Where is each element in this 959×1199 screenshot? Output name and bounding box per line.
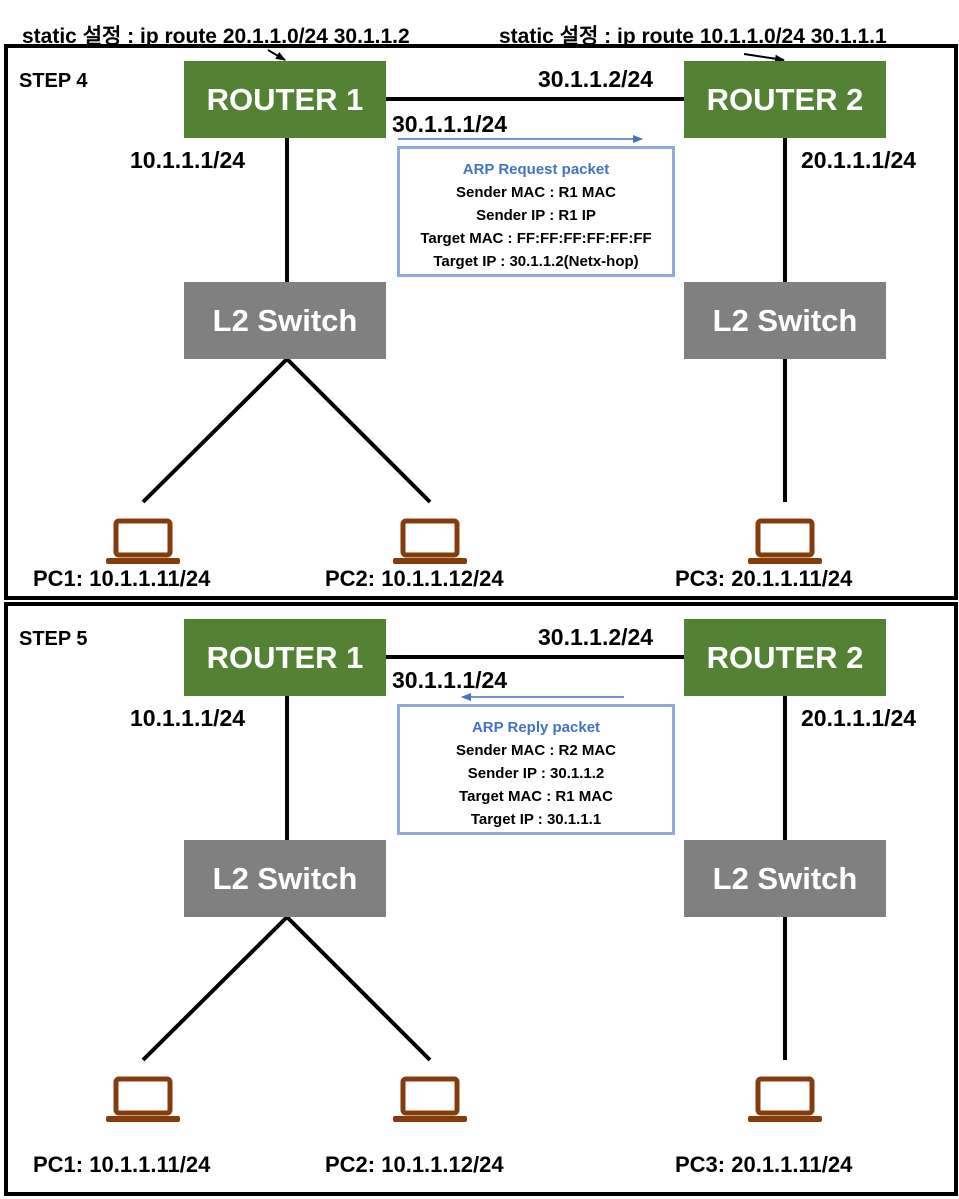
step4-pc1-laptop-icon	[106, 518, 180, 564]
header-right-pointer-arrow	[743, 53, 785, 63]
step4-packet-target-ip: Target IP : 30.1.1.2(Netx-hop)	[433, 253, 639, 270]
step5-pc2-label: PC2: 10.1.1.12/24	[325, 1152, 504, 1177]
step4-switch-pc2-link	[285, 357, 432, 504]
step4-label: STEP 4	[19, 70, 88, 92]
step5-packet-sender-ip: Sender IP : 30.1.1.2	[467, 765, 605, 782]
step4-packet-title: ARP Request packet	[462, 161, 610, 178]
step5-router1: ROUTER 1	[184, 619, 386, 696]
step5-arp-packet-box: ARP Reply packet Sender MAC : R2 MAC Sen…	[397, 704, 675, 835]
step5-l2-switch-left: L2 Switch	[184, 840, 386, 917]
step5-pc2-laptop-icon	[393, 1076, 467, 1122]
step5-l2-switch-right: L2 Switch	[684, 840, 886, 917]
step5-switch-pc2-link	[285, 915, 432, 1062]
step5-router2: ROUTER 2	[684, 619, 886, 696]
step5-r2-wan-ip: 30.1.1.2/24	[538, 624, 654, 650]
step4-r1-lan-ip: 10.1.1.1/24	[130, 147, 246, 173]
step5-pc3-label: PC3: 20.1.1.11/24	[675, 1152, 853, 1177]
step5-pc1-laptop-icon	[106, 1076, 180, 1122]
step4-r1-wan-ip: 30.1.1.1/24	[392, 111, 508, 137]
step4-pc1-label: PC1: 10.1.1.11/24	[33, 566, 211, 591]
step5-packet-target-ip: Target IP : 30.1.1.1	[470, 811, 602, 828]
step5-r1-lan-ip: 10.1.1.1/24	[130, 705, 246, 731]
step4-pc2-label: PC2: 10.1.1.12/24	[325, 566, 504, 591]
static-route-command-right: static 설정 : ip route 10.1.1.0/24 30.1.1.…	[499, 25, 887, 48]
step4-packet-target-mac: Target MAC : FF:FF:FF:FF:FF:FF	[420, 230, 652, 247]
step5-switch-pc1-link	[141, 915, 289, 1062]
step4-packet-sender-mac: Sender MAC : R1 MAC	[455, 184, 616, 201]
step5-pc1-label: PC1: 10.1.1.11/24	[33, 1152, 211, 1177]
step4-r2-wan-ip: 30.1.1.2/24	[538, 66, 654, 92]
step4-r2-lan-ip: 20.1.1.1/24	[801, 147, 917, 173]
step4-pc3-laptop-icon	[748, 518, 822, 564]
static-route-command-left: static 설정 : ip route 20.1.1.0/24 30.1.1.…	[22, 25, 410, 48]
step4-pc3-label: PC3: 20.1.1.11/24	[675, 566, 853, 591]
step4-l2-switch-right: L2 Switch	[684, 282, 886, 359]
step4-packet-sender-ip: Sender IP : R1 IP	[476, 207, 596, 224]
step4-arp-packet-box: ARP Request packet Sender MAC : R1 MAC S…	[397, 146, 675, 277]
step4-router2: ROUTER 2	[684, 61, 886, 138]
step5-packet-sender-mac: Sender MAC : R2 MAC	[455, 742, 616, 759]
step5-label: STEP 5	[19, 628, 88, 650]
step4-panel	[4, 44, 958, 600]
step5-pc3-laptop-icon	[748, 1076, 822, 1122]
step5-panel	[4, 602, 958, 1196]
step4-router1: ROUTER 1	[184, 61, 386, 138]
step5-packet-target-mac: Target MAC : R1 MAC	[459, 788, 613, 805]
step4-l2-switch-left: L2 Switch	[184, 282, 386, 359]
header-left-pointer-arrow	[267, 49, 286, 61]
step5-r1-wan-ip: 30.1.1.1/24	[392, 667, 508, 693]
step5-packet-title: ARP Reply packet	[471, 719, 601, 736]
step5-r2-lan-ip: 20.1.1.1/24	[801, 705, 917, 731]
step4-pc2-laptop-icon	[393, 518, 467, 564]
step4-switch-pc1-link	[141, 357, 289, 504]
